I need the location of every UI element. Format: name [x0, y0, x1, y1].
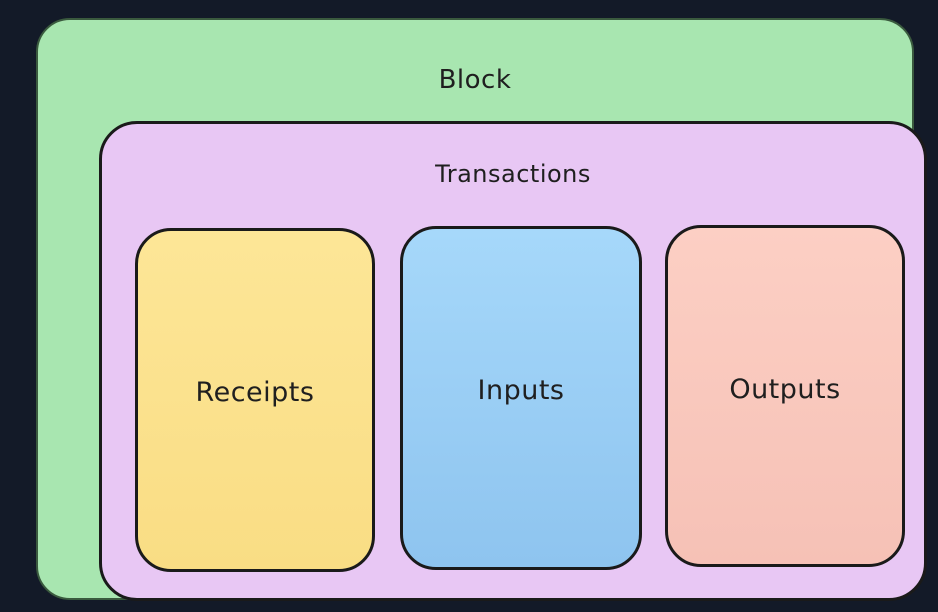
- receipts-label: Receipts: [195, 377, 315, 408]
- block-container: Block Transactions Receipts Inputs Outpu…: [36, 18, 927, 601]
- block-label: Block: [438, 65, 512, 95]
- inputs-box: Inputs: [400, 226, 642, 570]
- inputs-label: Inputs: [477, 375, 565, 406]
- outputs-box: Outputs: [665, 225, 905, 567]
- outputs-label: Outputs: [729, 374, 841, 405]
- receipts-box: Receipts: [135, 228, 375, 572]
- transactions-container: Transactions Receipts Inputs Outputs: [99, 121, 927, 601]
- transactions-label: Transactions: [435, 160, 591, 188]
